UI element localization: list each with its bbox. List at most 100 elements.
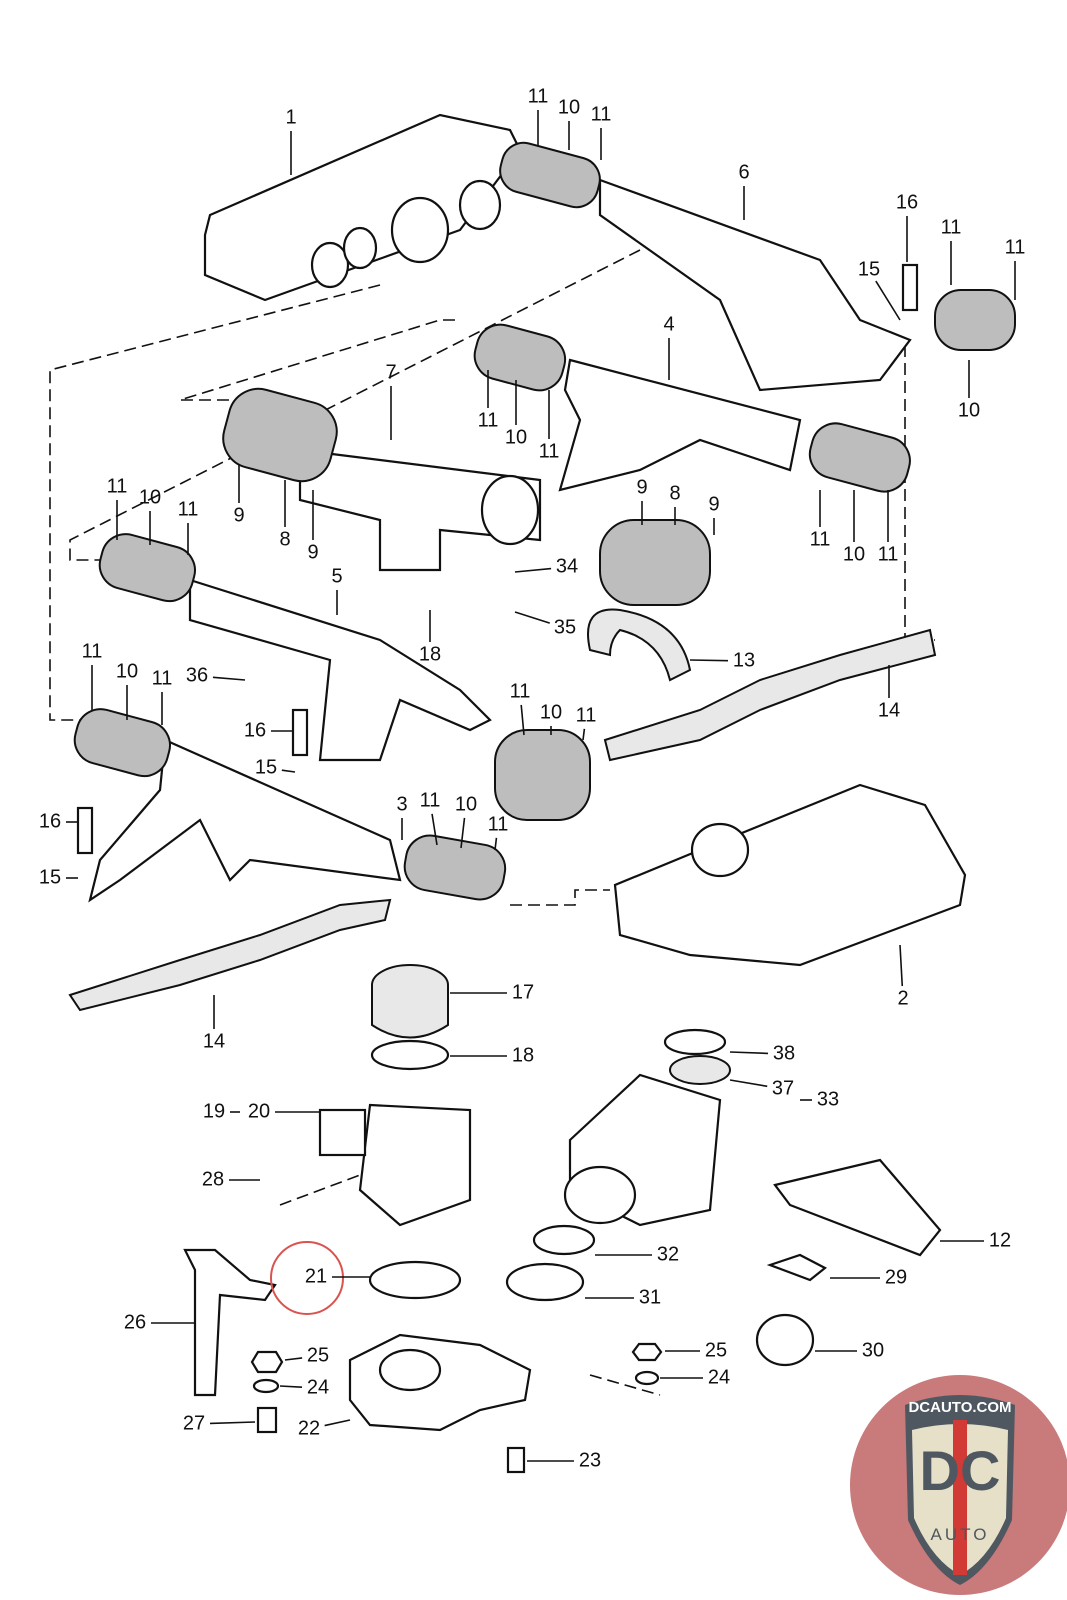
callout-20: 20 xyxy=(248,1100,270,1122)
callout-7: 7 xyxy=(385,361,396,383)
callout-32: 32 xyxy=(657,1243,679,1265)
dcauto-logo: DCAUTO.COM DC AUTO xyxy=(850,1375,1067,1595)
leader-line-10 xyxy=(460,817,466,849)
callout-10: 10 xyxy=(958,399,980,421)
callout-11: 11 xyxy=(488,813,509,835)
callout-10: 10 xyxy=(505,426,527,448)
callout-38: 38 xyxy=(773,1042,795,1064)
callout-26: 26 xyxy=(124,1311,146,1333)
callout-31: 31 xyxy=(639,1286,661,1308)
callout-11: 11 xyxy=(941,216,962,238)
callout-18: 18 xyxy=(512,1044,534,1066)
callout-18: 18 xyxy=(419,643,441,665)
callout-9: 9 xyxy=(307,541,318,563)
callout-9: 9 xyxy=(233,504,244,526)
leader-line-11 xyxy=(520,704,525,736)
leader-line-27 xyxy=(209,1421,256,1425)
leader-line-24 xyxy=(279,1385,303,1388)
callout-37: 37 xyxy=(772,1077,794,1099)
leader-line-11 xyxy=(582,728,586,741)
callout-11: 11 xyxy=(1005,236,1026,258)
callout-15: 15 xyxy=(255,756,277,778)
callout-11: 11 xyxy=(478,409,499,431)
callout-36: 36 xyxy=(186,664,208,686)
callout-24: 24 xyxy=(307,1376,329,1398)
callout-11: 11 xyxy=(576,704,597,726)
leader-line-35 xyxy=(514,611,551,624)
leader-line-22 xyxy=(324,1419,351,1427)
callout-10: 10 xyxy=(843,543,865,565)
callout-11: 11 xyxy=(178,498,199,520)
callout-11: 11 xyxy=(878,543,899,565)
gaskets-14 xyxy=(68,628,937,1012)
callout-30: 30 xyxy=(862,1339,884,1361)
callout-1: 1 xyxy=(285,106,296,128)
callout-8: 8 xyxy=(669,482,680,504)
callout-23: 23 xyxy=(579,1449,601,1471)
callout-21: 21 xyxy=(305,1265,327,1287)
callout-10: 10 xyxy=(116,660,138,682)
logo-main-text: DC xyxy=(920,1439,1001,1502)
leader-line-11 xyxy=(494,837,498,851)
callout-14: 14 xyxy=(878,699,900,721)
callout-15: 15 xyxy=(858,258,880,280)
callout-15: 15 xyxy=(39,866,61,888)
callout-14: 14 xyxy=(203,1030,225,1052)
callout-35: 35 xyxy=(554,616,576,638)
highlight-circle-21 xyxy=(270,1241,344,1315)
logo-sub-text: AUTO xyxy=(931,1525,990,1544)
callout-25: 25 xyxy=(307,1344,329,1366)
callout-3: 3 xyxy=(396,793,407,815)
callout-25: 25 xyxy=(705,1339,727,1361)
callout-27: 27 xyxy=(183,1412,205,1434)
callout-9: 9 xyxy=(708,493,719,515)
callout-19: 19 xyxy=(203,1100,225,1122)
callout-29: 29 xyxy=(885,1266,907,1288)
callout-11: 11 xyxy=(528,85,549,107)
callout-11: 11 xyxy=(510,680,531,702)
leader-line-34 xyxy=(514,567,552,573)
callout-10: 10 xyxy=(455,793,477,815)
callout-10: 10 xyxy=(558,96,580,118)
hoses-and-clamps xyxy=(73,141,1016,901)
part-1-air-box xyxy=(203,113,522,302)
callout-9: 9 xyxy=(636,476,647,498)
callout-28: 28 xyxy=(202,1168,224,1190)
leader-line-15 xyxy=(281,769,296,773)
callout-11: 11 xyxy=(810,528,831,550)
callout-17: 17 xyxy=(512,981,534,1003)
intake-manifolds xyxy=(88,178,912,903)
part-2-air-box xyxy=(613,783,967,967)
callout-24: 24 xyxy=(708,1366,730,1388)
callout-8: 8 xyxy=(279,528,290,550)
leader-line-38 xyxy=(729,1051,769,1055)
callout-10: 10 xyxy=(139,486,161,508)
callout-13: 13 xyxy=(733,649,755,671)
callout-11: 11 xyxy=(539,440,560,462)
callout-33: 33 xyxy=(817,1088,839,1110)
callout-11: 11 xyxy=(420,789,441,811)
callout-12: 12 xyxy=(989,1229,1011,1251)
callout-16: 16 xyxy=(39,810,61,832)
callout-11: 11 xyxy=(107,475,128,497)
callout-34: 34 xyxy=(556,555,578,577)
leader-line-15 xyxy=(875,280,901,321)
callout-5: 5 xyxy=(331,565,342,587)
callout-4: 4 xyxy=(663,313,674,335)
callout-11: 11 xyxy=(82,640,103,662)
leader-line-25 xyxy=(284,1357,303,1361)
callout-10: 10 xyxy=(540,701,562,723)
callout-11: 11 xyxy=(591,103,612,125)
callout-6: 6 xyxy=(738,161,749,183)
leader-line-2 xyxy=(899,944,904,987)
logo-top-text: DCAUTO.COM xyxy=(908,1399,1011,1416)
callout-16: 16 xyxy=(244,719,266,741)
leader-line-11 xyxy=(431,813,438,846)
leader-line-37 xyxy=(729,1079,768,1088)
callout-11: 11 xyxy=(152,667,173,689)
leader-line-36 xyxy=(212,676,246,681)
callout-22: 22 xyxy=(298,1417,320,1439)
callout-2: 2 xyxy=(897,987,908,1009)
